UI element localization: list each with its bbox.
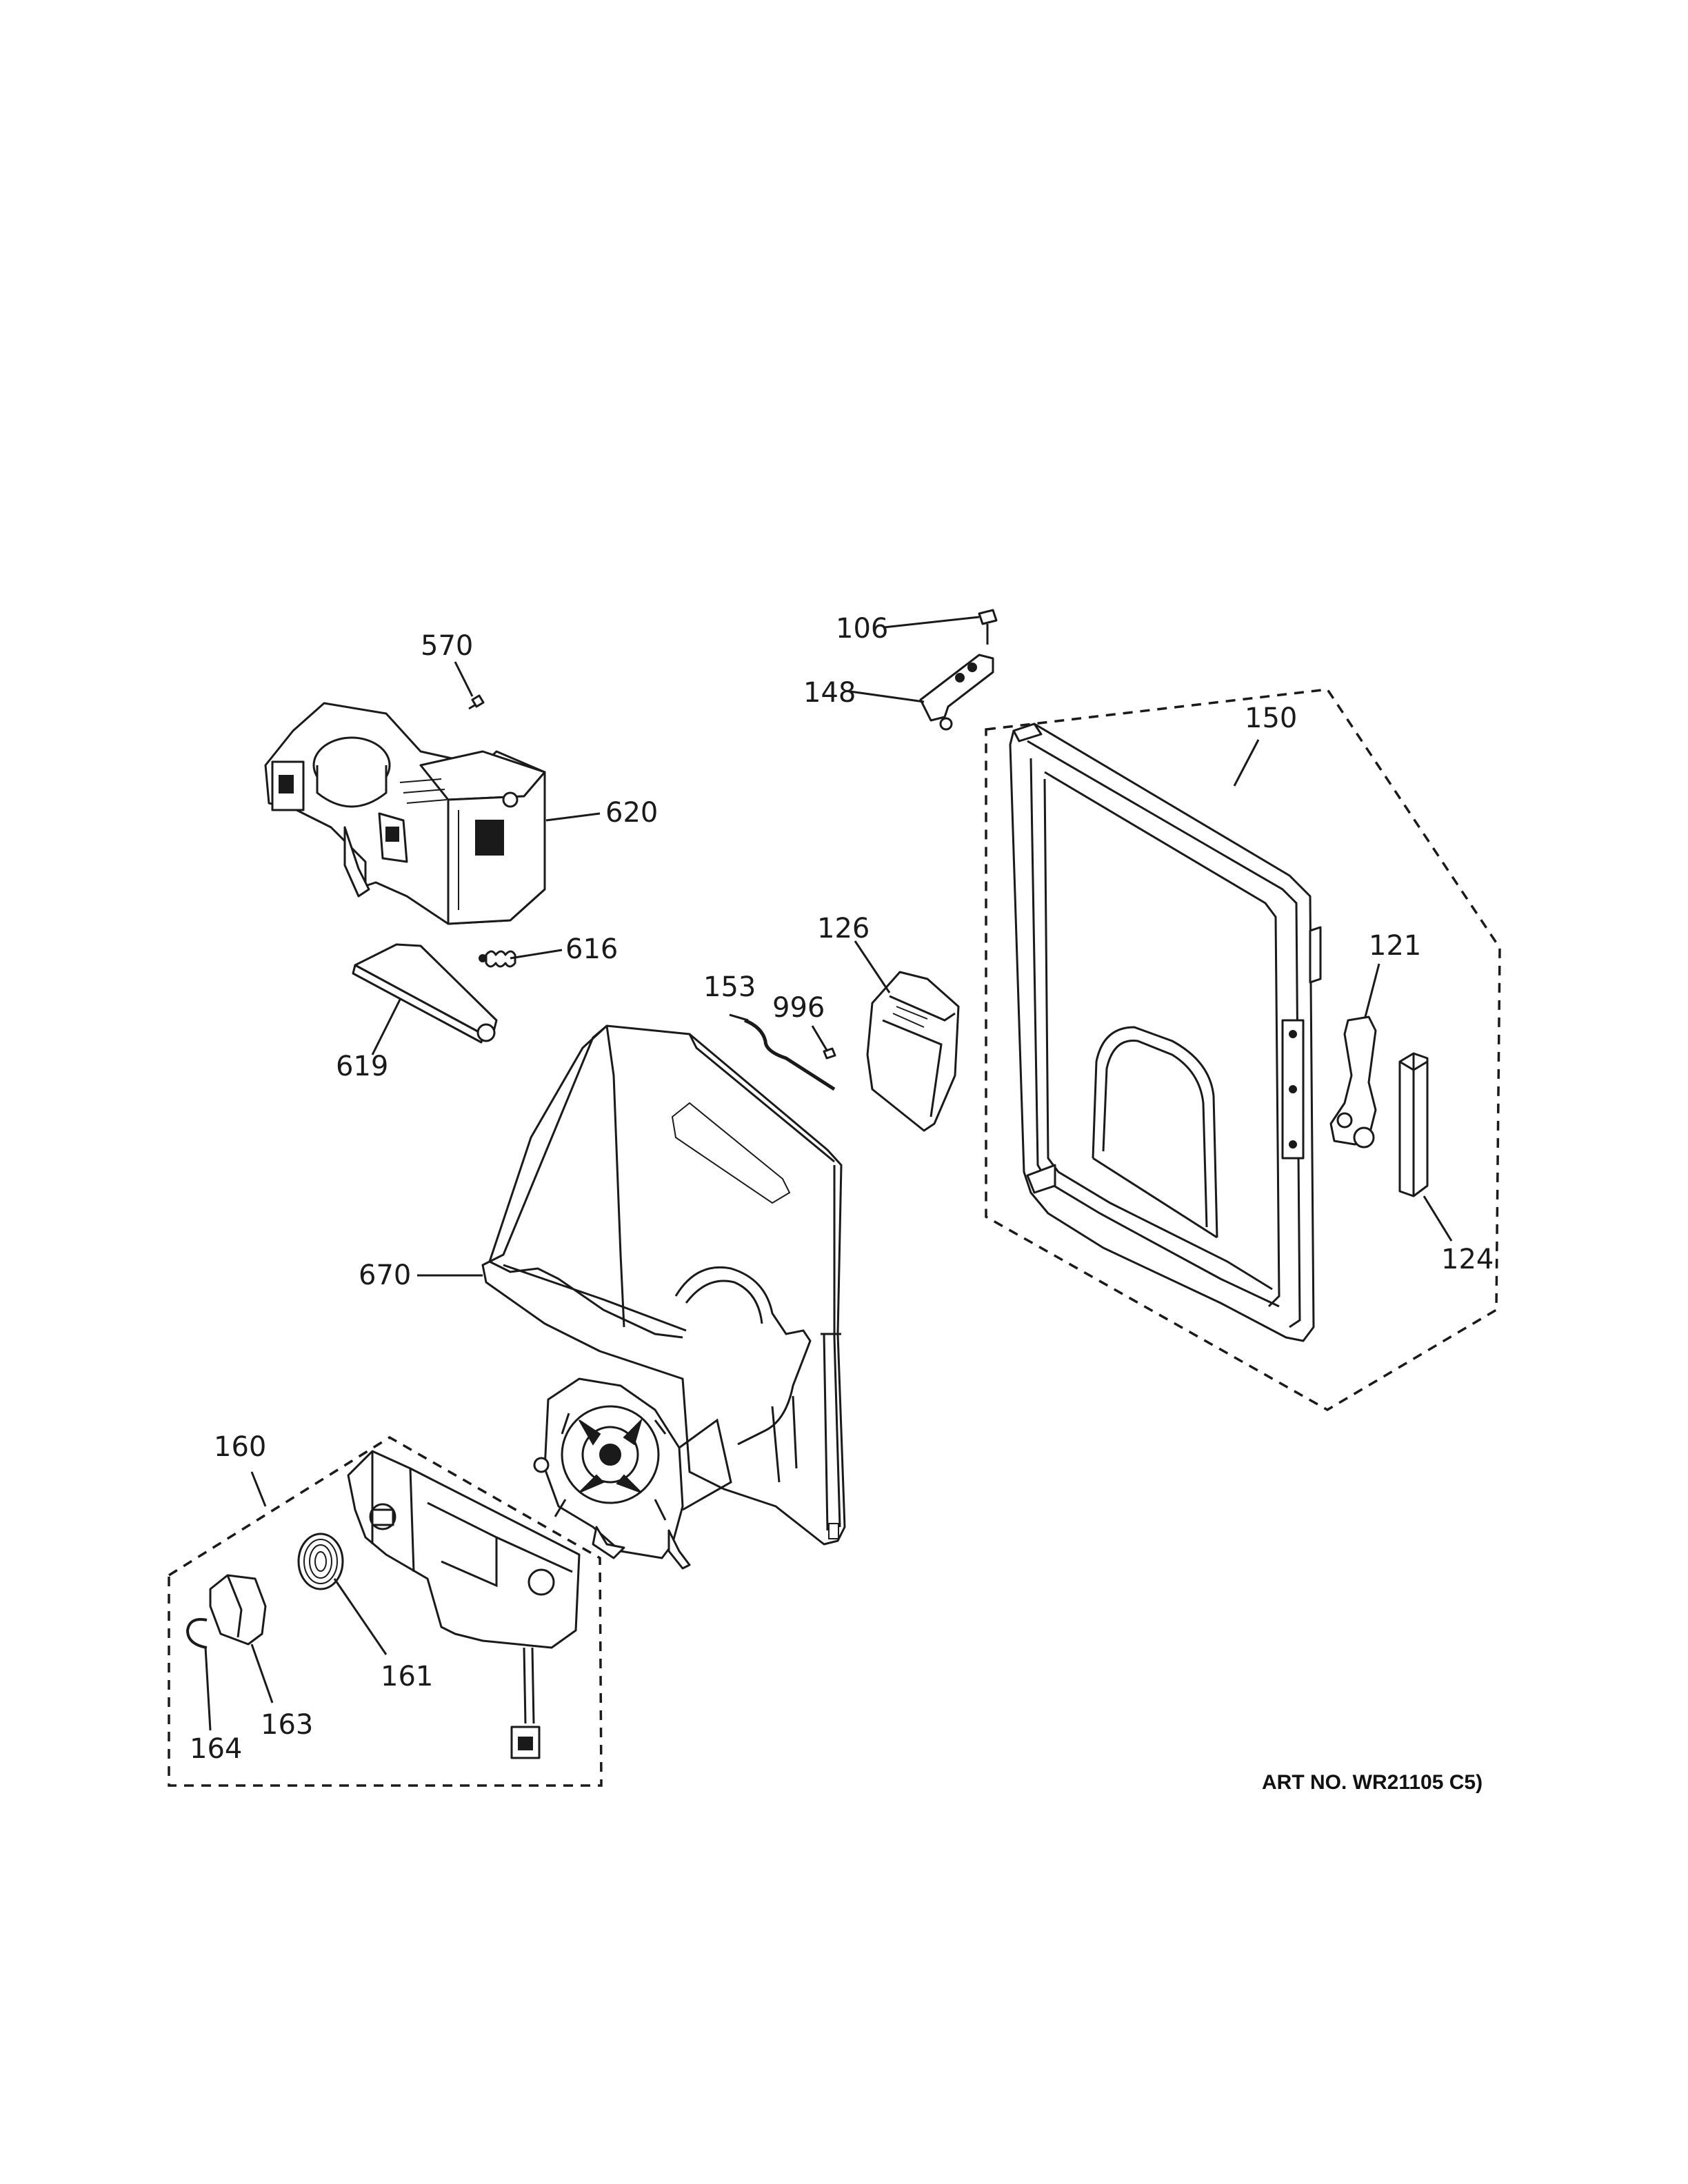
callout-619: 619	[336, 1051, 388, 1082]
lever-121	[1329, 1015, 1377, 1149]
clip-164	[185, 1618, 208, 1649]
rod-153	[744, 1018, 836, 1091]
screw-106	[978, 609, 998, 645]
leader-lines	[204, 616, 1453, 1731]
callout-150: 150	[1245, 702, 1297, 734]
art-number: ART NO. WR21105 C5)	[1262, 1771, 1483, 1794]
feeler-arm-619	[352, 943, 498, 1044]
callout-670: 670	[359, 1260, 411, 1291]
auger-motor-kit	[347, 1450, 581, 1759]
callout-164: 164	[190, 1733, 242, 1765]
screw-570	[468, 694, 485, 710]
callout-161: 161	[381, 1661, 433, 1692]
callout-996: 996	[772, 992, 825, 1024]
callout-616: 616	[565, 933, 618, 965]
callout-570: 570	[421, 630, 473, 662]
hinge-148	[919, 654, 994, 731]
callout-163: 163	[261, 1709, 313, 1741]
dispenser-door-assembly	[1009, 722, 1322, 1342]
callout-148: 148	[803, 677, 856, 709]
chute-cover-126	[866, 971, 960, 1132]
pad-124	[1398, 1052, 1429, 1197]
spring-616	[479, 950, 516, 968]
assembly-outline-160	[168, 1435, 603, 1787]
callout-124: 124	[1441, 1244, 1494, 1275]
callout-121: 121	[1369, 930, 1421, 962]
auger-motor-housing	[533, 1377, 732, 1570]
assembly-outline-150	[985, 688, 1501, 1412]
spring-161	[297, 1533, 344, 1590]
ice-bucket	[481, 1024, 846, 1546]
callout-106: 106	[836, 613, 888, 645]
callout-153: 153	[703, 971, 756, 1003]
callout-620: 620	[605, 797, 658, 829]
ice-maker-motor-assembly	[264, 702, 546, 925]
callout-160: 160	[214, 1431, 266, 1463]
cam-163	[209, 1574, 267, 1646]
callout-126: 126	[817, 913, 870, 944]
